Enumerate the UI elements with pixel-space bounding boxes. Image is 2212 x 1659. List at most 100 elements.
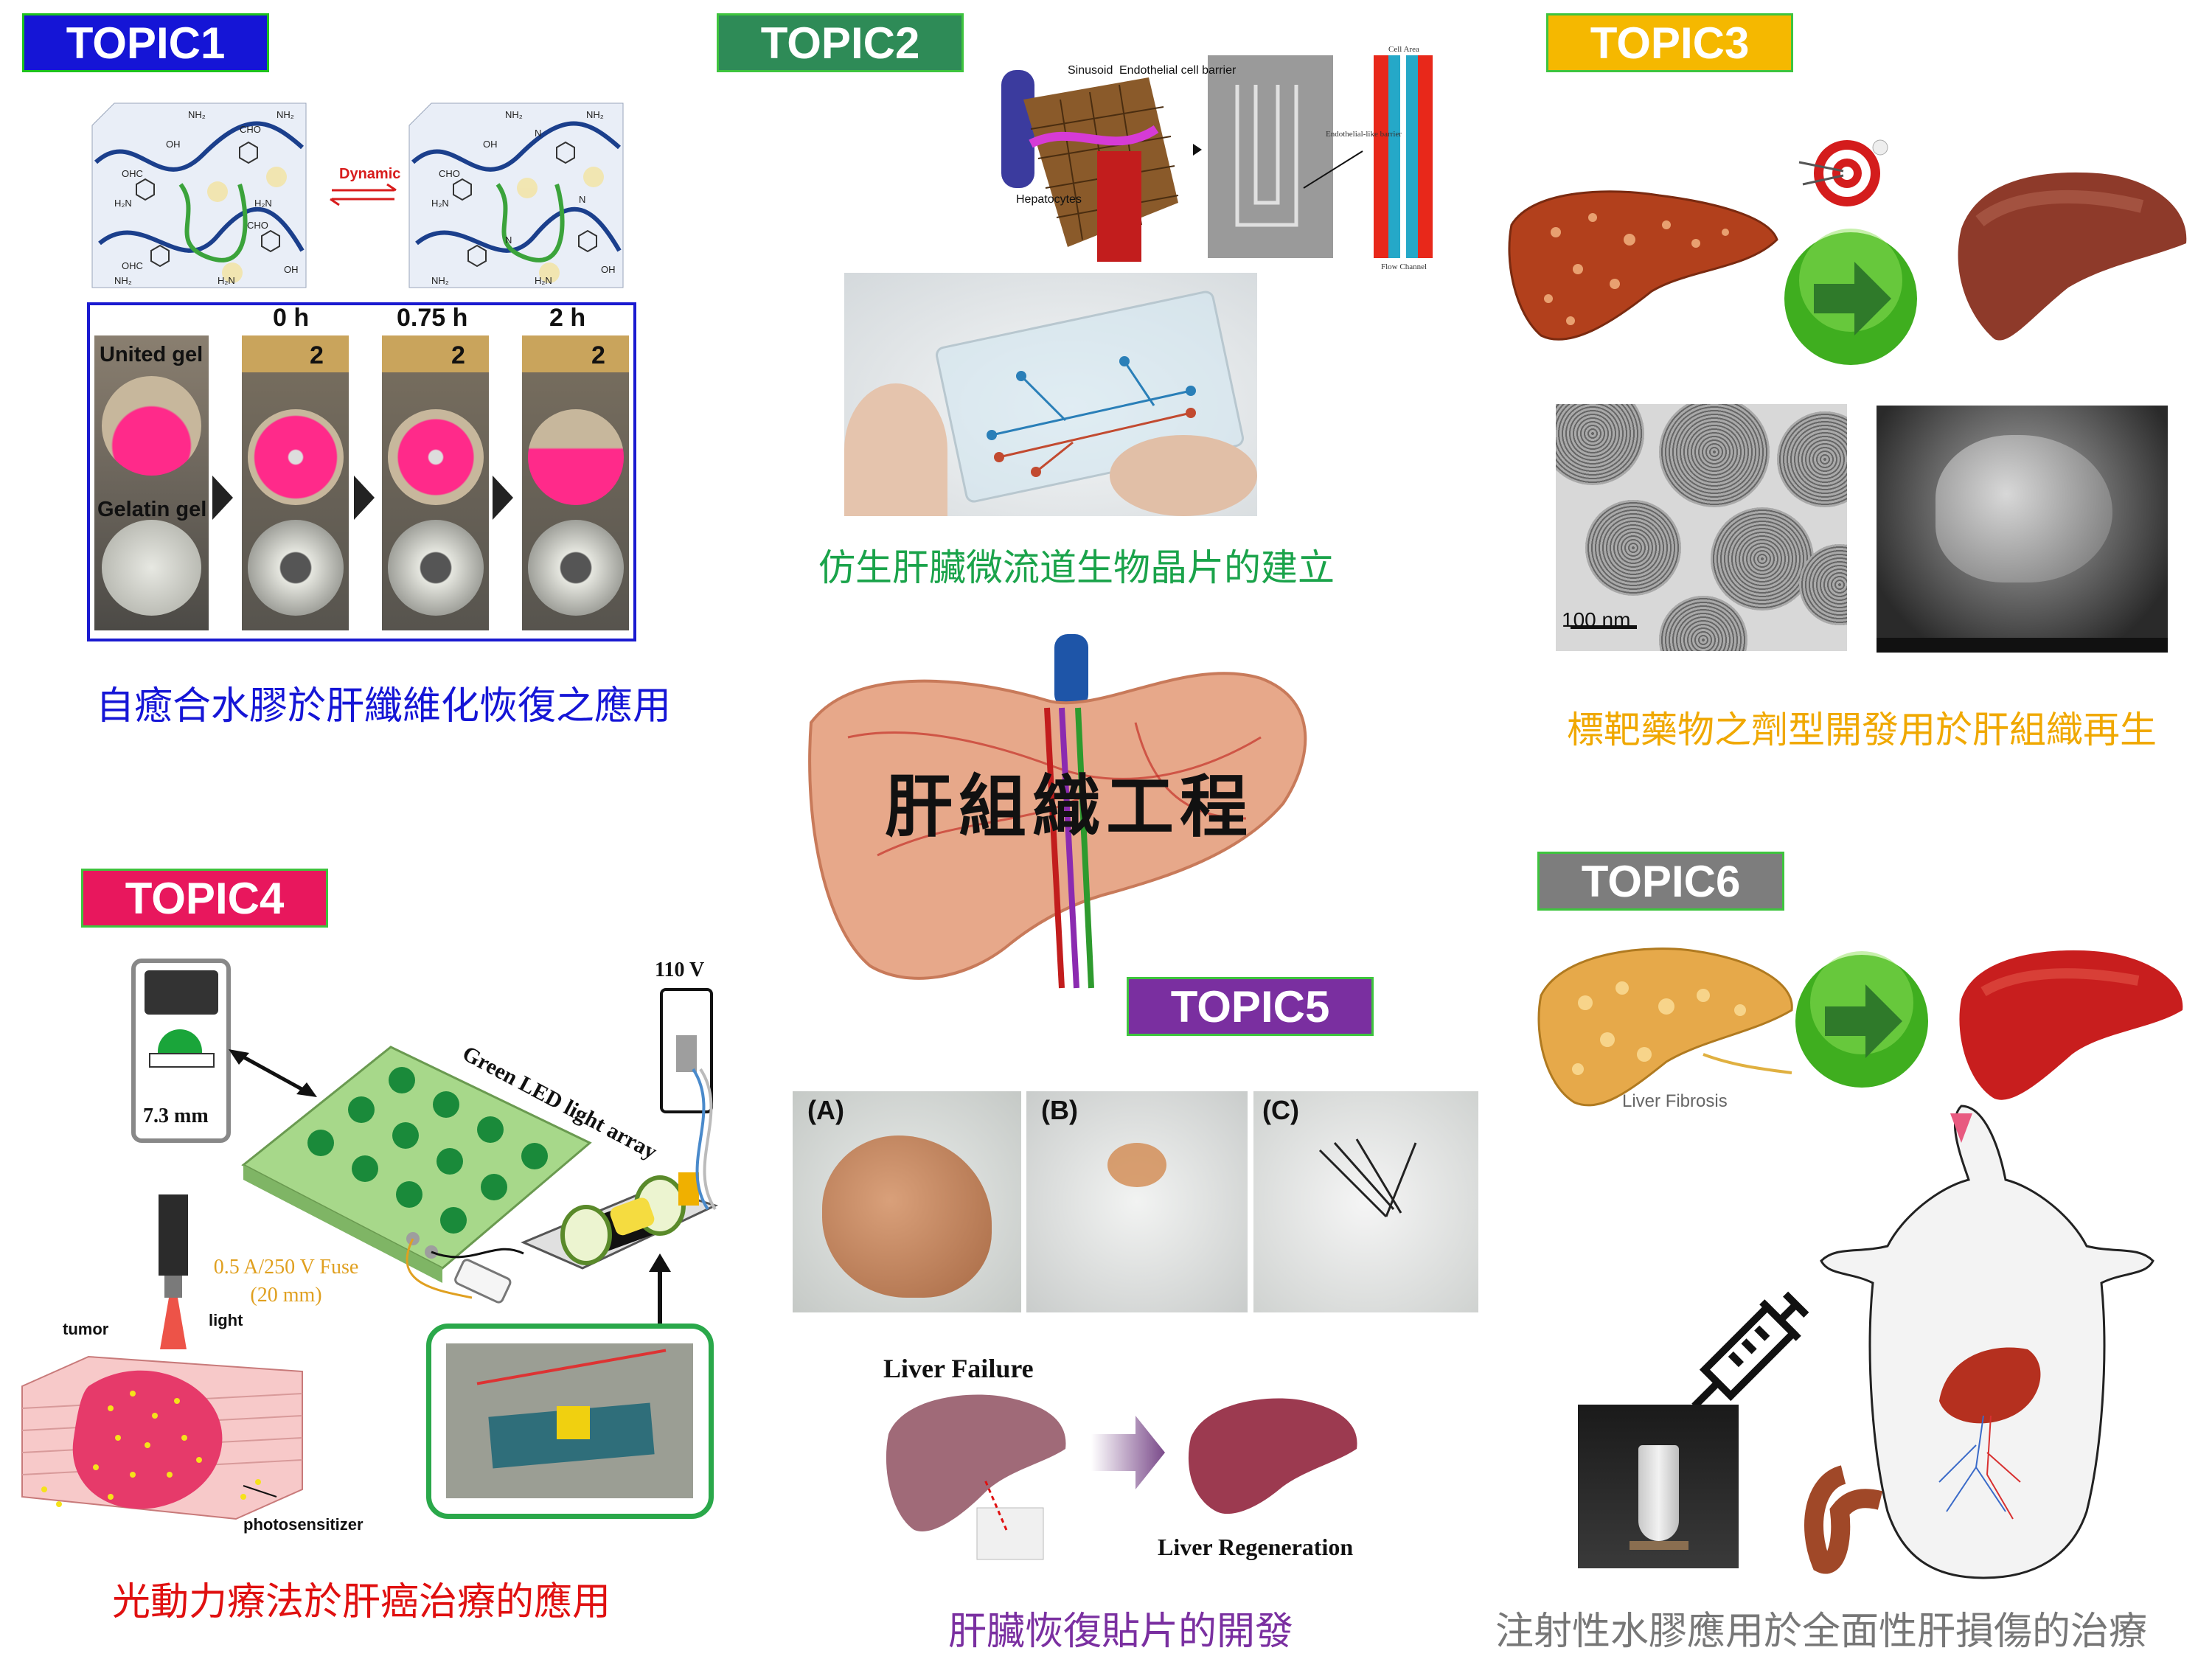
patch-photo-a <box>793 1091 1021 1312</box>
chem-label: N <box>535 128 541 139</box>
topic4-badge: TOPIC4 <box>81 869 328 928</box>
cell-area-label: Cell Area <box>1388 45 1419 54</box>
chem-label: OH <box>601 264 616 275</box>
led-array-board: Green LED light array <box>241 1041 719 1299</box>
syringe-icon <box>1691 1291 1809 1409</box>
hydrogel-vial-photo <box>1578 1405 1739 1568</box>
gel-photo-2h <box>522 335 629 630</box>
target-icon <box>1798 139 1888 206</box>
chem-label: NH₂ <box>586 109 604 120</box>
united-gel-label: United gel <box>100 343 204 366</box>
hydrogel-network-diagram: NH₂ CHO NH₂ OH H₂N OHC H₂N OHC NH₂ CHO O… <box>91 102 624 288</box>
fibrotic-liver-illustration <box>1537 947 1793 1107</box>
ruler-digit: 2 <box>591 341 605 369</box>
chem-label: OH <box>483 139 498 150</box>
chem-label: H₂N <box>535 275 552 286</box>
topic6-caption: 注射性水膠應用於全面性肝損傷的治療 <box>1495 1610 2147 1654</box>
liver-failure-label: Liver Failure <box>883 1354 1034 1383</box>
dynamic-label: Dynamic <box>339 166 400 182</box>
chem-label: NH₂ <box>431 275 449 286</box>
chem-label: CHO <box>439 168 460 179</box>
united-gel-photo <box>94 335 209 630</box>
driver-circuit-photo <box>426 1324 714 1519</box>
led-size-label: 7.3 mm <box>143 1105 209 1127</box>
chem-label: OH <box>284 264 299 275</box>
chem-label: OH <box>166 139 181 150</box>
time-label-2h: 2 h <box>549 304 586 332</box>
time-label-075h: 0.75 h <box>397 304 468 332</box>
topic1-badge: TOPIC1 <box>22 13 269 72</box>
voltage-label: 110 V <box>655 959 705 981</box>
topic6-badge: TOPIC6 <box>1537 852 1784 911</box>
chem-label: N <box>505 234 512 246</box>
chem-label: H₂N <box>218 275 235 286</box>
chem-label: NH₂ <box>114 275 132 286</box>
mouse-illustration <box>1804 1105 2154 1579</box>
scale-bar-label: 100 nm <box>1562 608 1631 631</box>
chem-label: H₂N <box>431 198 449 209</box>
endothelial-label: Endothelial cell barrier <box>1119 64 1237 77</box>
chem-label: H₂N <box>114 198 132 209</box>
hepatocytes-label: Hepatocytes <box>1016 193 1082 206</box>
chem-label: NH₂ <box>505 109 523 120</box>
light-probe <box>159 1194 188 1349</box>
tem-nanoparticle-image <box>1556 404 1847 651</box>
liver-regeneration-label: Liver Regeneration <box>1158 1534 1354 1560</box>
microfluidic-chip-photo <box>844 273 1257 516</box>
green-arrow-icon <box>1784 229 1917 365</box>
chem-label: NH₂ <box>188 109 206 120</box>
photosensitizer-label: photosensitizer <box>243 1515 364 1534</box>
topic3-badge: TOPIC3 <box>1546 13 1793 72</box>
arrow-right-icon <box>354 476 375 520</box>
healthy-liver-illustration <box>1958 172 2187 341</box>
chem-label: N <box>579 194 585 205</box>
panel-label-c: (C) <box>1262 1095 1299 1125</box>
power-plug <box>660 988 713 1113</box>
healthy-red-liver-illustration <box>1959 950 2183 1100</box>
chem-label: OHC <box>122 168 143 179</box>
chem-label: OHC <box>122 260 143 271</box>
gel-photo-075h <box>382 335 489 630</box>
sinusoid-diagram: Sinusoid Endothelial cell barrier Hepato… <box>1001 45 1433 271</box>
regenerated-liver-illustration <box>1188 1398 1357 1514</box>
green-arrow-icon <box>1795 951 1928 1088</box>
liver-fibrosis-label: Liver Fibrosis <box>1622 1091 1728 1107</box>
time-label-0h: 0 h <box>273 304 310 332</box>
damaged-liver-illustration <box>1508 190 1778 341</box>
fuse-icon <box>454 1259 512 1304</box>
chem-label: H₂N <box>254 198 272 209</box>
chem-label: CHO <box>247 220 268 231</box>
light-label: light <box>209 1311 243 1329</box>
topic3-caption: 標靶藥物之劑型開發用於肝組織再生 <box>1567 709 2157 751</box>
patch-photo-c <box>1253 1091 1478 1312</box>
central-liver-illustration <box>808 634 1307 989</box>
sinusoid-label: Sinusoid <box>1068 64 1113 77</box>
topic2-badge: TOPIC2 <box>717 13 964 72</box>
topic5-badge: TOPIC5 <box>1127 977 1374 1036</box>
barrier-label: Endothelial-like barrier <box>1326 130 1402 139</box>
double-arrow-icon <box>229 1049 317 1097</box>
gel-photo-0h <box>242 335 349 630</box>
ruler-digit: 2 <box>310 341 324 369</box>
arrow-right-icon <box>212 476 233 520</box>
patch-photo-b <box>1026 1091 1248 1312</box>
tumor-tissue-illustration <box>21 1355 303 1520</box>
flow-channel-label: Flow Channel <box>1381 262 1427 271</box>
chem-label: NH₂ <box>276 109 294 120</box>
panel-label-a: (A) <box>807 1095 844 1125</box>
topic4-caption: 光動力療法於肝癌治療的應用 <box>111 1580 611 1624</box>
topic1-caption: 自癒合水膠於肝纖維化恢復之應用 <box>95 684 671 728</box>
ruler-digit: 2 <box>451 341 465 369</box>
fuse-label: 0.5 A/250 V Fuse (20 mm) <box>213 1256 359 1307</box>
arrow-right-icon <box>493 476 513 520</box>
center-title: 肝組織工程 <box>884 767 1253 846</box>
sem-tissue-image <box>1877 406 2168 653</box>
topic2-caption: 仿生肝臟微流道生物晶片的建立 <box>818 546 1335 589</box>
tumor-label: tumor <box>63 1320 109 1338</box>
chem-label: CHO <box>240 124 261 135</box>
led-closeup-frame <box>131 959 231 1143</box>
panel-label-b: (B) <box>1041 1095 1078 1125</box>
purple-arrow-icon <box>1091 1416 1165 1489</box>
gelatin-gel-label: Gelatin gel <box>97 498 207 521</box>
failing-liver-illustration <box>886 1394 1066 1560</box>
